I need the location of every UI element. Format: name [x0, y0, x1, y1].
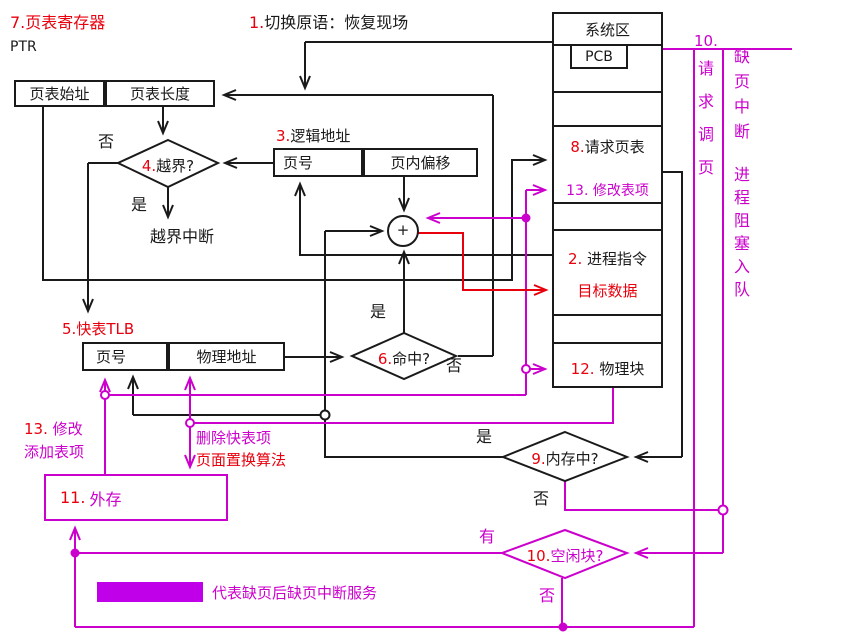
tlb-evict-algorithm-label: 页面置换算法: [196, 451, 287, 469]
adder-plus: +: [396, 221, 410, 239]
black-flow-lines: [42, 41, 683, 463]
memory-yes-label: 是: [476, 427, 493, 446]
arrow-into-request-page-table: [42, 107, 548, 281]
arrow-into-target-data: [417, 232, 549, 296]
bounds-interrupt-label: 越界中断: [150, 227, 215, 246]
memory-check-diamond: [500, 430, 630, 483]
page-table-register-title: 7.页表寄存器: [10, 13, 106, 32]
tlb-phys-addr-box: 物理地址: [168, 342, 285, 371]
divider: [554, 314, 661, 316]
logical-page-no-label: 页号: [283, 154, 314, 172]
page-table-start-box: 页表始址: [14, 80, 105, 107]
target-data-label: 目标数据: [577, 282, 638, 300]
external-storage-num: 11.: [60, 488, 86, 507]
memory-check-label: 9.内存中?: [531, 450, 599, 468]
request-paging-label: 请求调页: [695, 60, 714, 192]
bounds-no-label: 否: [98, 132, 115, 151]
pcb-box: PCB: [570, 44, 628, 69]
logical-page-no-box: 页号: [273, 148, 363, 177]
hit-no-label: 否: [446, 356, 463, 375]
page-fault-label-1: 缺页中断: [731, 48, 750, 148]
pcb-label: PCB: [585, 48, 613, 65]
divider: [554, 342, 661, 344]
bounds-yes-label: 是: [131, 195, 148, 214]
process-instruction-label: 2. 进程指令: [567, 250, 648, 268]
request-page-table-label: 8.请求页表: [570, 138, 645, 156]
ptr-label: PTR: [10, 39, 37, 55]
junction-dots: [70, 213, 729, 632]
bounds-check-label: 4.越界?: [141, 157, 195, 175]
tlb-phys-addr-label: 物理地址: [196, 348, 257, 366]
bounds-check-diamond: [115, 138, 221, 189]
target-data-line: [417, 232, 549, 296]
switch-primitive-label: 1.切换原语：恢复现场: [249, 13, 409, 32]
free-block-yes-label: 有: [479, 527, 496, 546]
tlb-page-no-box: 页号: [82, 342, 168, 371]
tlb-page-no-label: 页号: [96, 348, 127, 366]
modify-entry-label: 13. 修改表项: [566, 183, 649, 199]
system-area-title: 系统区: [584, 21, 630, 39]
page-table-length-box: 页表长度: [105, 80, 215, 107]
tlb-evict-delete-label: 删除快表项: [196, 429, 272, 447]
pagefault-flow-lines: [69, 43, 792, 628]
adder-circle: [387, 215, 419, 247]
tlb-title: 5.快表TLB: [62, 320, 135, 338]
free-block-no-label: 否: [539, 586, 556, 605]
free-block-check-diamond: [499, 528, 630, 580]
logical-address-title: 3.逻辑地址: [276, 127, 351, 145]
logical-offset-label: 页内偏移: [390, 154, 451, 172]
memory-no-label: 否: [533, 489, 550, 508]
page-table-length-label: 页表长度: [129, 85, 190, 103]
physical-block-label: 12. 物理块: [570, 360, 645, 378]
arrow-into-logical-page-no: [294, 181, 552, 256]
hit-yes-label: 是: [370, 302, 387, 321]
divider: [554, 229, 661, 231]
hit-check-label: 6.命中?: [377, 350, 431, 368]
hit-check-diamond: [349, 331, 459, 381]
divider: [554, 91, 661, 93]
free-block-check-label: 10.空闲块?: [526, 547, 604, 565]
page-table-start-label: 页表始址: [29, 85, 90, 103]
legend-text: 代表缺页后缺页中断服务: [212, 584, 378, 602]
external-storage-label: 外存: [89, 489, 122, 509]
divider: [554, 202, 661, 204]
request-paging-num: 10.: [694, 32, 718, 50]
divider: [554, 125, 661, 127]
page-fault-label-2: 进程阻塞入队: [731, 166, 750, 304]
modify-add-entry-label: 13. 修改 添加表项: [24, 420, 85, 461]
logical-offset-box: 页内偏移: [363, 148, 478, 177]
legend-swatch: [97, 582, 203, 602]
external-storage-box: 11. 外存: [44, 474, 228, 521]
